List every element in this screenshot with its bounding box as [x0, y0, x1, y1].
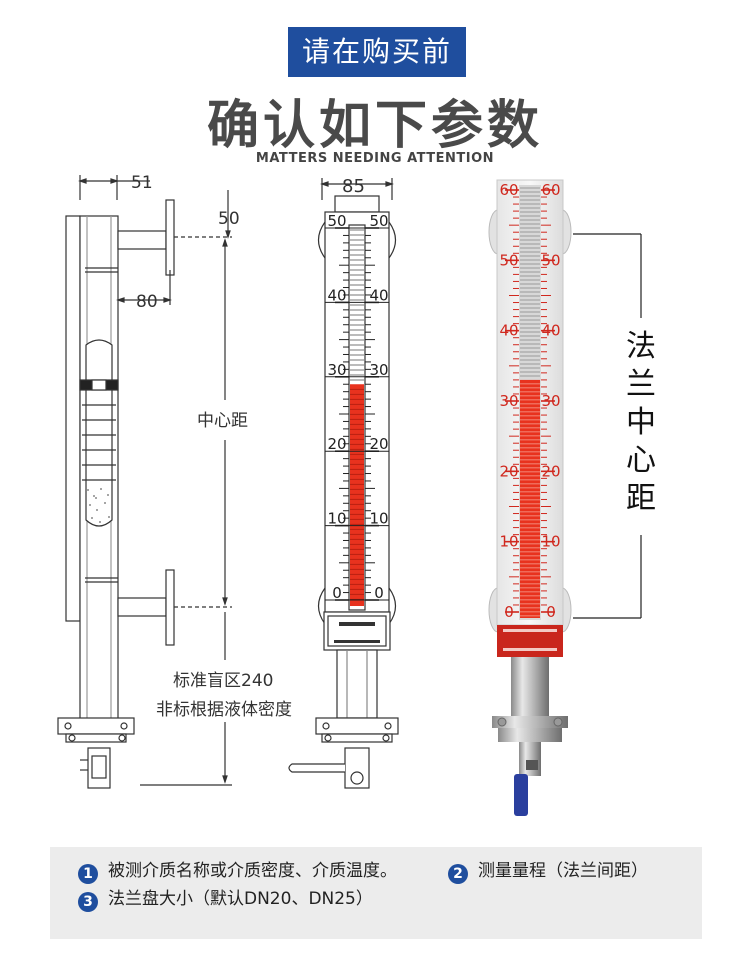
scale-label-left: 50	[499, 251, 518, 269]
dim-width-85: 85	[342, 176, 365, 197]
scale-label-left: 0	[504, 603, 514, 621]
scale-label-left: 40	[327, 286, 346, 304]
notes-panel: 1 被测介质名称或介质密度、介质温度。 2 测量量程（法兰间距） 3 法兰盘大小（默认…	[50, 847, 702, 939]
scale-label-left: 20	[327, 435, 346, 453]
scale-label-left: 60	[499, 181, 518, 199]
page-title: 确认如下参数	[206, 96, 543, 156]
middle-front-view-drawing	[288, 178, 399, 789]
scale-label-left: 30	[499, 392, 518, 410]
scale-label-left: 40	[499, 322, 518, 340]
scale-label-right: 50	[369, 212, 388, 230]
scale-label-right: 40	[541, 322, 560, 340]
blind-zone-label: 标准盲区240	[173, 671, 273, 691]
center-distance-label: 中心距	[197, 411, 248, 431]
density-note-label: 非标根据液体密度	[156, 700, 292, 720]
middle-nameplate-text	[334, 622, 380, 643]
note-text-1: 被测介质名称或介质密度、介质温度。	[108, 861, 397, 881]
note-number-3: 3	[78, 892, 98, 912]
scale-label-right: 30	[541, 392, 560, 410]
scale-label-left: 10	[327, 510, 346, 528]
level-fill-red	[350, 384, 364, 606]
flange-center-distance-dimension	[573, 233, 642, 619]
scale-label-left: 30	[327, 361, 346, 379]
dim-pipe-offset: 80	[136, 292, 158, 312]
note-item-3: 3 法兰盘大小（默认DN20、DN25）	[78, 887, 373, 912]
note-item-1: 1 被测介质名称或介质密度、介质温度。	[78, 859, 397, 884]
header-badge: 请在购买前	[288, 27, 466, 77]
vertical-label-char: 距	[626, 481, 656, 516]
scale-label-right: 0	[374, 584, 384, 602]
note-text-3: 法兰盘大小（默认DN20、DN25）	[108, 889, 373, 909]
scale-label-right: 40	[369, 286, 388, 304]
left-side-view-drawing	[57, 175, 232, 789]
right-level-column	[520, 187, 540, 618]
middle-scale: 50 50 40 40 30 30 20 20 10 10 0 0	[325, 212, 389, 602]
scale-label-left: 0	[332, 584, 342, 602]
scale-label-right: 20	[369, 435, 388, 453]
scale-label-left: 20	[499, 462, 518, 480]
scale-label-right: 10	[369, 510, 388, 528]
page-subtitle: MATTERS NEEDING ATTENTION	[255, 151, 495, 166]
scale-label-left: 50	[327, 212, 346, 230]
scale-label-right: 10	[541, 533, 560, 551]
scale-label-right: 60	[541, 181, 560, 199]
middle-level-column	[350, 229, 364, 606]
level-fill-red	[520, 379, 540, 618]
scale-label-right: 30	[369, 361, 388, 379]
vertical-label-char: 中	[626, 405, 656, 440]
gauge-technical-diagram: 51 50 80 中心距 标准盲区240 非标根据液体密度	[57, 173, 656, 816]
vertical-label-char: 法	[626, 329, 656, 364]
note-number-2: 2	[448, 864, 468, 884]
right-scale: 60 60 50 50 40 40 30 30 20 20 10 10 0 0	[499, 181, 560, 621]
scale-label-right: 20	[541, 462, 560, 480]
scale-label-right: 0	[546, 603, 556, 621]
vertical-label-char: 兰	[626, 367, 656, 402]
vertical-label-char: 心	[626, 443, 656, 478]
dim-top-width: 51	[131, 173, 153, 193]
scale-label-right: 50	[541, 251, 560, 269]
note-text-2: 测量量程（法兰间距）	[478, 861, 648, 881]
note-item-2: 2 测量量程（法兰间距）	[448, 859, 648, 884]
scale-label-left: 10	[499, 533, 518, 551]
note-number-1: 1	[78, 864, 98, 884]
dim-flange-height: 50	[218, 209, 240, 229]
